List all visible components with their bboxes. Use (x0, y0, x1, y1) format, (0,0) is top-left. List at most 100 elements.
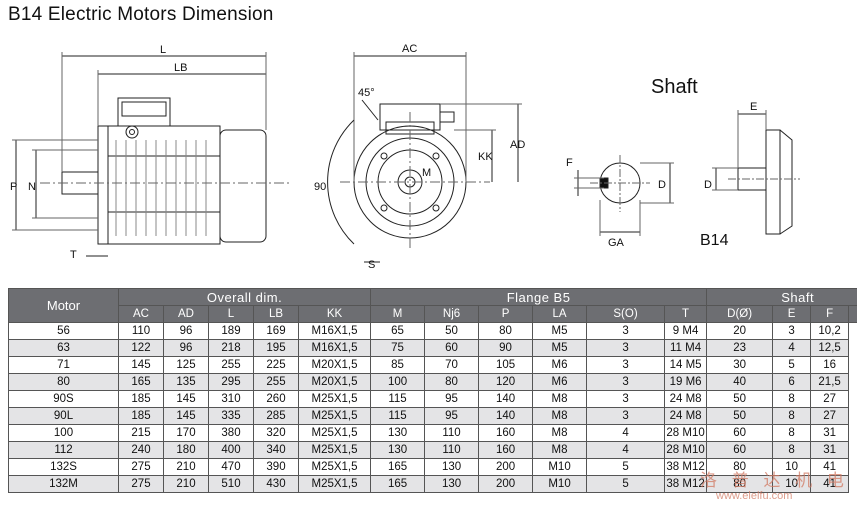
table-cell: M20X1,5 (297, 373, 372, 391)
table-cell: 100 (370, 373, 426, 391)
table-cell: 27 (810, 407, 850, 425)
table-cell: 90 (478, 339, 534, 357)
table-cell: 28 M10 (664, 441, 708, 459)
table-cell: 275 (118, 475, 164, 493)
table-cell: 10 (772, 475, 812, 493)
column-header: M (370, 305, 426, 323)
table-cell: 110 (424, 441, 480, 459)
table-cell: 6 (772, 373, 812, 391)
motor-cell: 132S (8, 458, 119, 476)
table-cell: 5 (586, 458, 666, 476)
table-cell: 105 (478, 356, 534, 374)
column-header: AD (163, 305, 209, 323)
table-cell: 20 (706, 322, 774, 340)
header-motor: Motor (8, 288, 119, 323)
dim-label-d-side: D (704, 179, 712, 191)
table-cell: 130 (424, 475, 480, 493)
table-cell: 165 (370, 458, 426, 476)
table-cell: 140 (478, 407, 534, 425)
table-cell: 320 (253, 424, 299, 442)
watermark-url: www.elelfu.com (716, 490, 793, 502)
table-cell: 95 (424, 407, 480, 425)
table-cell: M8 (532, 407, 588, 425)
column-header: GA (848, 305, 857, 323)
table-cell: 8 (772, 390, 812, 408)
table-cell: 120 (478, 373, 534, 391)
dim-label-l: L (160, 44, 166, 56)
table-cell: 210 (163, 475, 209, 493)
table-cell: 85 (370, 356, 426, 374)
column-header: E (772, 305, 812, 323)
table-cell: 200 (478, 458, 534, 476)
table-cell: M25X1,5 (297, 407, 372, 425)
table-cell: 24 M8 (664, 407, 708, 425)
table-cell: 430 (253, 475, 299, 493)
dim-label-n: N (28, 181, 36, 193)
dim-label-f: F (566, 157, 573, 169)
dim-label-d-section: D (658, 179, 666, 191)
b14-label: B14 (700, 232, 729, 249)
table-cell: 110 (424, 424, 480, 442)
table-cell: 335 (208, 407, 254, 425)
header-overall-dim: Overall dim. (117, 288, 372, 306)
table-cell: 115 (370, 390, 426, 408)
motor-front-view (327, 52, 522, 263)
column-header: P (478, 305, 534, 323)
table-cell: M8 (532, 424, 588, 442)
table-cell: 340 (253, 441, 299, 459)
table-cell: M25X1,5 (297, 441, 372, 459)
table-cell: 310 (208, 390, 254, 408)
table-cell: 260 (253, 390, 299, 408)
table-cell: M16X1,5 (297, 339, 372, 357)
motor-cell: 100 (8, 424, 119, 442)
table-cell: 8 (772, 441, 812, 459)
table-cell: M25X1,5 (297, 475, 372, 493)
motor-cell: 71 (8, 356, 119, 374)
table-cell: 240 (118, 441, 164, 459)
header-flange-b5: Flange B5 (370, 288, 708, 306)
table-cell: 40 (706, 373, 774, 391)
column-header: F (810, 305, 850, 323)
table-cell: 255 (208, 356, 254, 374)
table-cell: 215 (118, 424, 164, 442)
table-cell: 96 (163, 339, 209, 357)
table-cell: M5 (532, 339, 588, 357)
motor-cell: 132M (8, 475, 119, 493)
table-cell: 8 (772, 407, 812, 425)
dim-label-ad: AD (510, 139, 525, 151)
table-cell: 23 (706, 339, 774, 357)
table-cell: 4 (586, 441, 666, 459)
dim-label-m: M (422, 167, 431, 179)
table-cell: 180 (163, 441, 209, 459)
table-cell: 9 M4 (664, 322, 708, 340)
table-cell: 185 (118, 407, 164, 425)
table-cell: M6 (532, 373, 588, 391)
table-cell: 380 (208, 424, 254, 442)
table-cell: 10,2 (810, 322, 850, 340)
motor-cell: 56 (8, 322, 119, 340)
shaft-section-view (574, 155, 674, 236)
table-cell: 14 M5 (664, 356, 708, 374)
table-cell: 165 (370, 475, 426, 493)
table-cell: 160 (478, 424, 534, 442)
table-cell: 275 (118, 458, 164, 476)
table-cell: 80 (706, 475, 774, 493)
table-cell: 160 (478, 441, 534, 459)
table-cell: 3 (586, 373, 666, 391)
table-cell: 50 (706, 407, 774, 425)
table-cell: 125 (163, 356, 209, 374)
dim-label-45: 45° (358, 87, 375, 99)
table-cell: 95 (424, 390, 480, 408)
column-header: D(Ø) (706, 305, 774, 323)
table-cell: 75 (370, 339, 426, 357)
motor-cell: 63 (8, 339, 119, 357)
table-cell: M6 (532, 356, 588, 374)
table-cell: 19 M6 (664, 373, 708, 391)
